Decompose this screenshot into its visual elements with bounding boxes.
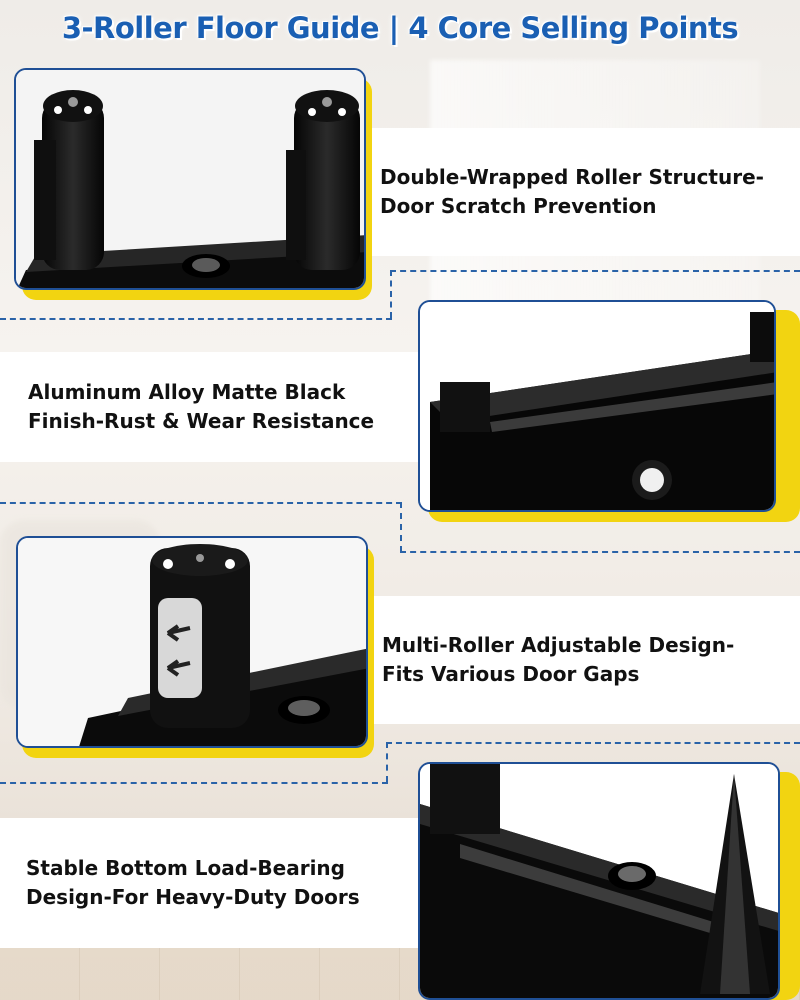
matte-black-plate-image xyxy=(420,302,774,510)
feature-4-text: Stable Bottom Load-Bearing Design-For He… xyxy=(26,854,360,912)
feature-3-line1: Multi-Roller Adjustable Design- xyxy=(382,633,735,657)
feature-1-band: Double-Wrapped Roller Structure- Door Sc… xyxy=(360,128,800,256)
feature-3-line2: Fits Various Door Gaps xyxy=(382,662,640,686)
feature-3-photo xyxy=(16,536,368,748)
feature-1-text: Double-Wrapped Roller Structure- Door Sc… xyxy=(380,163,764,221)
feature-2-photo xyxy=(418,300,776,512)
feature-4-line2: Design-For Heavy-Duty Doors xyxy=(26,885,360,909)
feature-1-dash-right xyxy=(390,270,800,272)
feature-3-dash-left xyxy=(0,782,388,784)
feature-4-photo xyxy=(418,762,780,1000)
feature-4-band: Stable Bottom Load-Bearing Design-For He… xyxy=(0,818,420,948)
feature-1-photo xyxy=(14,68,366,290)
adjustable-roller-image xyxy=(18,538,366,746)
feature-3-dash-vertical xyxy=(386,742,388,782)
feature-3-band: Multi-Roller Adjustable Design- Fits Var… xyxy=(362,596,800,724)
feature-2-line2: Finish-Rust & Wear Resistance xyxy=(28,409,375,433)
feature-3-photo-frame xyxy=(0,528,380,768)
feature-3-text: Multi-Roller Adjustable Design- Fits Var… xyxy=(382,631,734,689)
load-bearing-base-image xyxy=(420,764,778,998)
roller-guide-pair-image xyxy=(16,70,364,288)
page-title: 3-Roller Floor Guide | 4 Core Selling Po… xyxy=(61,11,739,45)
feature-2-dash-right xyxy=(400,551,800,553)
feature-2-photo-frame xyxy=(404,292,800,532)
feature-1-line2: Door Scratch Prevention xyxy=(380,194,657,218)
feature-1-dash-vertical xyxy=(390,270,392,318)
feature-4-photo-frame xyxy=(406,756,800,1000)
feature-1-photo-frame xyxy=(0,60,380,310)
feature-2-text: Aluminum Alloy Matte Black Finish-Rust &… xyxy=(28,378,374,436)
feature-4-line1: Stable Bottom Load-Bearing xyxy=(26,856,345,880)
feature-3-dash-right xyxy=(386,742,800,744)
header: 3-Roller Floor Guide | 4 Core Selling Po… xyxy=(0,0,800,56)
feature-2-band: Aluminum Alloy Matte Black Finish-Rust &… xyxy=(0,352,420,462)
feature-1-line1: Double-Wrapped Roller Structure- xyxy=(380,165,764,189)
feature-2-dash-left xyxy=(0,502,402,504)
feature-1-dash-bottom xyxy=(0,318,392,320)
feature-2-line1: Aluminum Alloy Matte Black xyxy=(28,380,346,404)
feature-2-dash-vertical xyxy=(400,502,402,552)
